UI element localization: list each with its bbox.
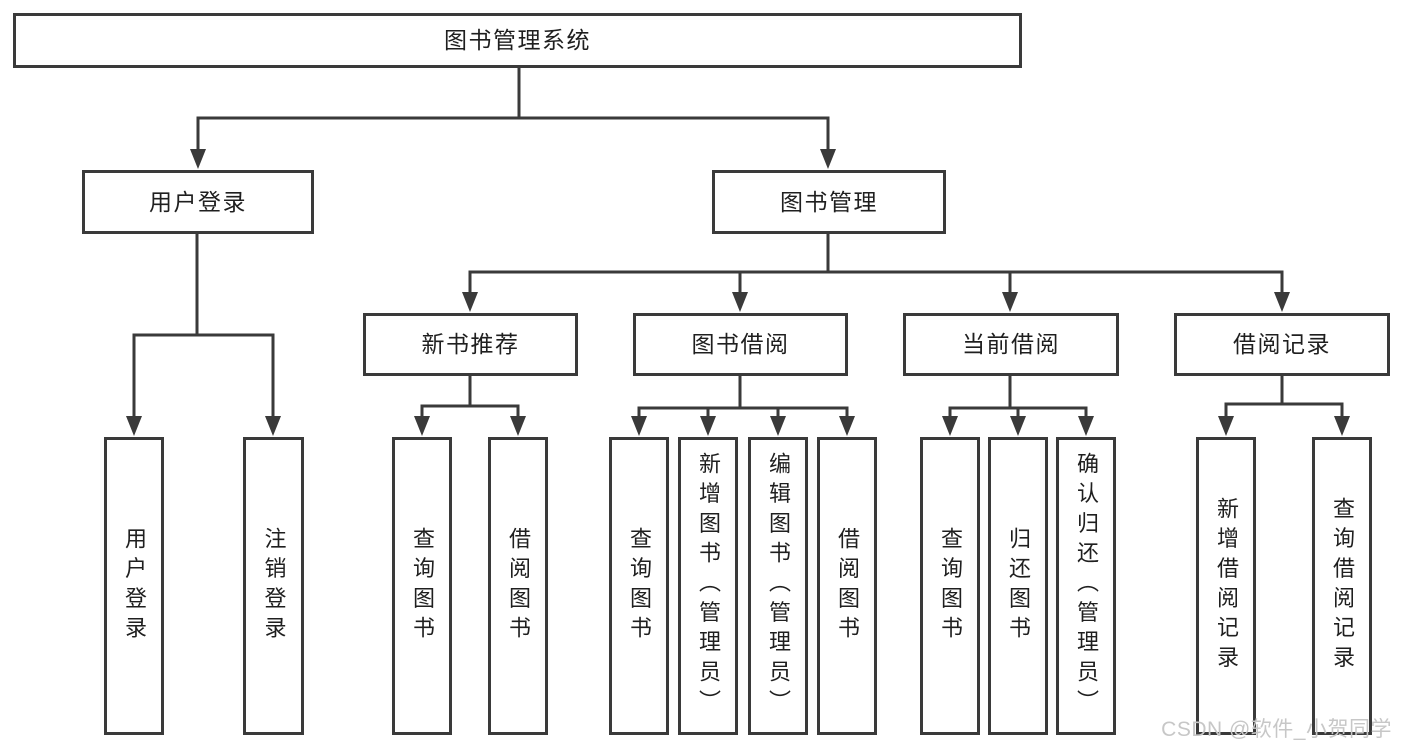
leaf-query-borrow-record: 查询借阅记录 [1312, 437, 1372, 735]
leaf-edit-books-admin-label: 编辑图书（管理员） [766, 452, 791, 720]
leaf-user-login: 用户登录 [104, 437, 164, 735]
node-root-system: 图书管理系统 [13, 13, 1022, 68]
connector-book-borrow-to-children [637, 375, 849, 418]
leaf-confirm-return-admin: 确认归还（管理员） [1056, 437, 1116, 735]
node-book-borrow: 图书借阅 [633, 313, 848, 376]
node-current-borrow-label: 当前借阅 [962, 331, 1060, 357]
connector-book-management-to-children [468, 233, 1284, 294]
leaf-query-books-borrow: 查询图书 [609, 437, 669, 735]
leaf-add-borrow-record-label: 新增借阅记录 [1214, 496, 1239, 676]
node-new-book-recommend-label: 新书推荐 [421, 331, 520, 357]
connector-new-book-recommend-to-children [420, 375, 520, 418]
leaf-return-books-label: 归还图书 [1006, 526, 1031, 646]
watermark-text: CSDN @软件_小贺同学 [1161, 718, 1392, 741]
node-borrow-records-label: 借阅记录 [1233, 331, 1331, 357]
leaf-query-books-current: 查询图书 [920, 437, 980, 735]
leaf-edit-books-admin: 编辑图书（管理员） [748, 437, 808, 735]
leaf-query-borrow-record-label: 查询借阅记录 [1330, 496, 1355, 676]
node-book-borrow-label: 图书借阅 [691, 331, 790, 357]
node-root-system-label: 图书管理系统 [444, 27, 591, 53]
node-user-login-label: 用户登录 [149, 188, 247, 215]
connector-borrow-records-to-children [1224, 375, 1344, 418]
leaf-query-books-current-label: 查询图书 [938, 526, 963, 646]
leaf-add-borrow-record: 新增借阅记录 [1196, 437, 1256, 735]
leaf-add-books-admin: 新增图书（管理员） [678, 437, 738, 735]
leaf-logout: 注销登录 [243, 437, 304, 735]
leaf-add-books-admin-label: 新增图书（管理员） [696, 452, 721, 720]
connector-root-to-level2 [196, 68, 830, 151]
node-user-login: 用户登录 [82, 170, 314, 234]
connector-user-login-to-children [132, 233, 275, 418]
leaf-query-books-borrow-label: 查询图书 [627, 526, 652, 646]
node-new-book-recommend: 新书推荐 [363, 313, 578, 376]
leaf-query-books-recommend-label: 查询图书 [410, 526, 435, 646]
leaf-borrow-books-recommend-label: 借阅图书 [506, 526, 531, 646]
connector-current-borrow-to-children [948, 375, 1088, 418]
leaf-user-login-label: 用户登录 [122, 526, 147, 646]
leaf-borrow-books-recommend: 借阅图书 [488, 437, 548, 735]
leaf-return-books: 归还图书 [988, 437, 1048, 735]
leaf-logout-label: 注销登录 [261, 526, 287, 646]
node-book-management: 图书管理 [712, 170, 946, 234]
leaf-borrow-books-label: 借阅图书 [835, 526, 860, 646]
leaf-query-books-recommend: 查询图书 [392, 437, 452, 735]
leaf-confirm-return-admin-label: 确认归还（管理员） [1074, 452, 1099, 720]
node-book-management-label: 图书管理 [780, 188, 878, 215]
node-borrow-records: 借阅记录 [1174, 313, 1390, 376]
arrowheads [126, 149, 1350, 436]
node-current-borrow: 当前借阅 [903, 313, 1119, 376]
leaf-borrow-books: 借阅图书 [817, 437, 877, 735]
